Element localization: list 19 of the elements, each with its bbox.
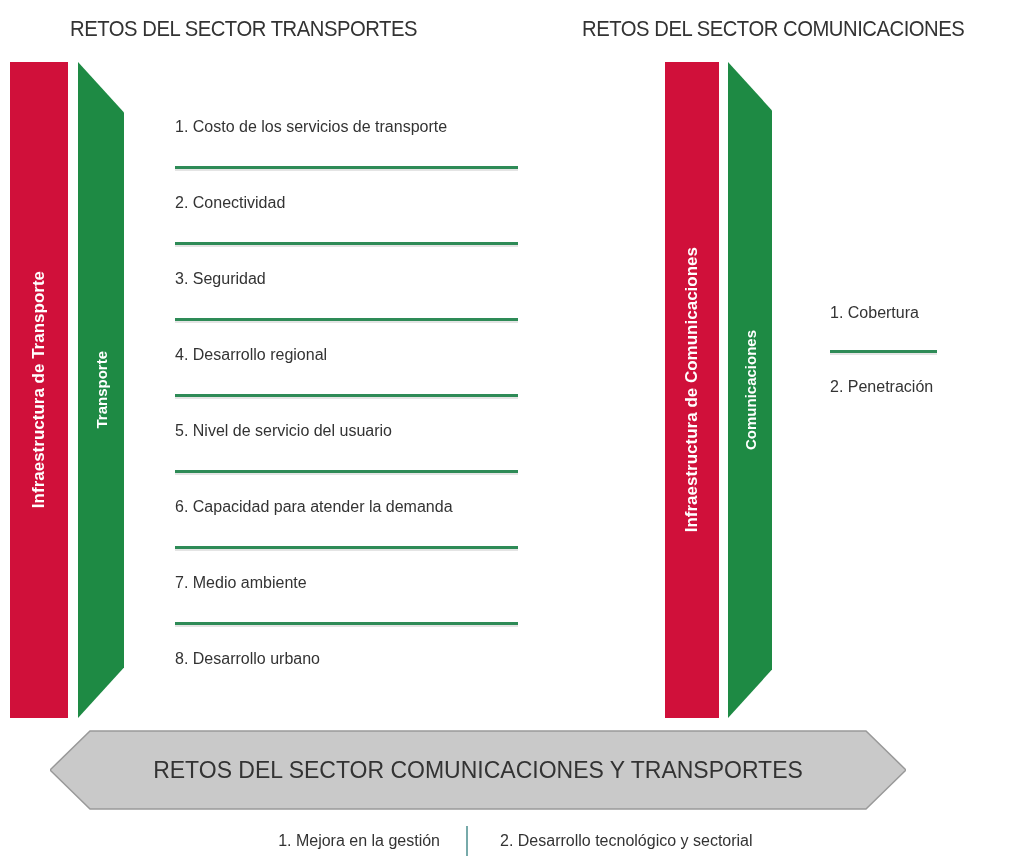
- challenge-item: 2. Conectividad: [175, 194, 286, 212]
- challenge-item: 1. Costo de los servicios de transporte: [175, 118, 448, 136]
- challenge-item: 2. Penetración: [830, 378, 934, 396]
- challenge-item: 7. Medio ambiente: [175, 574, 307, 592]
- banner-label: RETOS DEL SECTOR COMUNICACIONES Y TRANSPORTES: [153, 756, 803, 784]
- section-heading: RETOS DEL SECTOR TRANSPORTES: [70, 16, 418, 42]
- challenge-item: 3. Seguridad: [175, 270, 266, 288]
- challenge-item: 2. Desarrollo tecnológico y sectorial: [500, 832, 753, 850]
- challenge-item: 6. Capacidad para atender la demanda: [175, 498, 453, 516]
- band-label: Comunicaciones: [741, 330, 759, 450]
- vertical-band: Infraestructura de Transporte: [10, 62, 68, 718]
- band-label: Transporte: [92, 351, 110, 429]
- challenge-item: 4. Desarrollo regional: [175, 346, 328, 364]
- challenge-item: 8. Desarrollo urbano: [175, 650, 320, 668]
- challenge-item: 1. Cobertura: [830, 304, 919, 322]
- section-heading: RETOS DEL SECTOR COMUNICACIONES: [582, 16, 965, 42]
- challenge-item: 5. Nivel de servicio del usuario: [175, 422, 392, 440]
- vertical-band: Infraestructura de Comunicaciones: [665, 62, 719, 718]
- challenge-item: 1. Mejora en la gestión: [278, 832, 440, 850]
